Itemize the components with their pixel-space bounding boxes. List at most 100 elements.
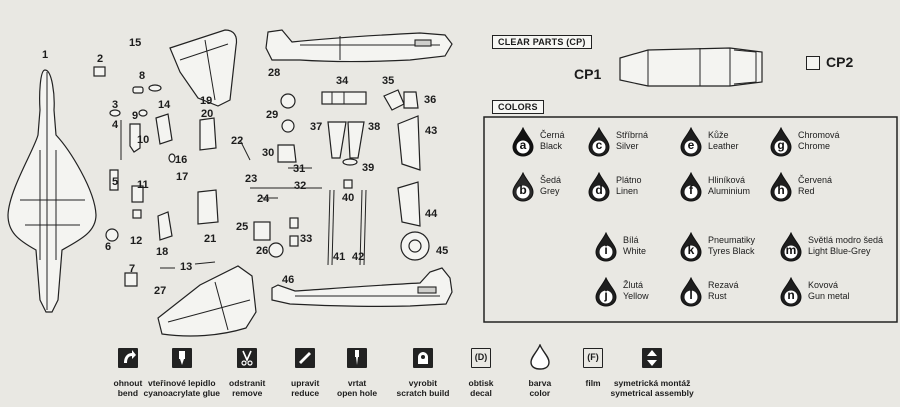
part-46-fuselage: [271, 267, 453, 307]
bend-icon: [118, 348, 138, 368]
part-number-44: 44: [425, 208, 438, 220]
legend-czech: vteřinové lepidlo: [148, 378, 216, 388]
color-english-name: Light Blue-Grey: [808, 246, 871, 256]
part-number-45: 45: [436, 245, 448, 257]
part-number-12: 12: [130, 235, 142, 247]
legend-english: color: [529, 388, 551, 398]
part-number-35: 35: [382, 75, 394, 87]
color-letter-k: k: [687, 243, 695, 257]
part-number-28: 28: [268, 67, 280, 79]
part-number-10: 10: [137, 134, 149, 146]
part-number-16: 16: [175, 154, 187, 166]
color-czech-name: Plátno: [616, 175, 642, 185]
color-english-name: Chrome: [798, 141, 831, 151]
color-letter-b: b: [519, 183, 527, 197]
color-czech-name: Rezavá: [708, 280, 739, 290]
part-number-14: 14: [158, 99, 171, 111]
paint-drop-icon: a: [512, 127, 534, 157]
paint-drop-icon: [530, 344, 550, 370]
color-letter-n: n: [787, 288, 795, 302]
part-number-29: 29: [266, 109, 278, 121]
color-czech-name: Hliníková: [708, 175, 746, 185]
part-27-wing-panel: [157, 265, 257, 337]
color-english-name: Rust: [708, 291, 727, 301]
paint-drop-icon: c: [588, 127, 610, 157]
part-number-34: 34: [336, 75, 349, 87]
part-15-wing-panel: [169, 29, 238, 107]
part-number-31: 31: [293, 163, 305, 175]
film-icon: (F): [583, 348, 603, 368]
color-czech-name: Černá: [540, 130, 565, 140]
part-number-39: 39: [362, 162, 374, 174]
part-number-7: 7: [129, 263, 135, 275]
color-czech-name: Kovová: [808, 280, 839, 290]
part-28-fuselage: [265, 29, 453, 63]
legend-english: cyanoacrylate glue: [143, 388, 221, 398]
part-number-27: 27: [154, 285, 166, 297]
color-english-name: Red: [798, 186, 815, 196]
reduce-icon: [295, 348, 315, 368]
cp1-label: CP1: [574, 66, 602, 82]
colors-title: COLORS: [492, 100, 544, 114]
paint-drop-icon: k: [680, 232, 702, 262]
legend-czech: odstranit: [229, 378, 266, 388]
legend-czech: obtisk: [468, 378, 494, 388]
part-number-5: 5: [112, 176, 118, 188]
part-number-11: 11: [137, 179, 149, 191]
color-letter-g: g: [777, 138, 785, 152]
color-english-name: Aluminium: [708, 186, 751, 196]
legend-english: scratch build: [396, 388, 450, 398]
legend-czech: vrtat: [347, 378, 367, 388]
part-number-36: 36: [424, 94, 436, 106]
part-number-40: 40: [342, 192, 354, 204]
paint-drop-icon: j: [595, 277, 617, 307]
color-letter-c: c: [595, 138, 603, 152]
legend-czech: barva: [528, 378, 552, 388]
color-czech-name: Žlutá: [623, 280, 644, 290]
paint-drop-icon: b: [512, 172, 534, 202]
part-number-23: 23: [245, 173, 257, 185]
color-english-name: White: [623, 246, 647, 256]
paint-drop-icon: l: [680, 277, 702, 307]
part-number-9: 9: [132, 110, 138, 122]
legend-english: decal: [470, 388, 492, 398]
color-english-name: Linen: [616, 186, 639, 196]
decal-icon: (D): [471, 348, 491, 368]
color-english-name: Silver: [616, 141, 639, 151]
part-number-26: 26: [256, 245, 268, 257]
color-english-name: Gun metal: [808, 291, 850, 301]
part-number-1: 1: [42, 49, 48, 61]
color-letter-a: a: [519, 138, 527, 152]
color-english-name: Grey: [540, 186, 560, 196]
part-number-20: 20: [201, 108, 213, 120]
color-czech-name: Bílá: [623, 235, 639, 245]
part-number-42: 42: [352, 251, 364, 263]
color-czech-name: Chromová: [798, 130, 840, 140]
part-number-2: 2: [97, 53, 103, 65]
part-number-25: 25: [236, 221, 248, 233]
color-english-name: Yellow: [623, 291, 649, 301]
legend-czech: symetrická montáž: [613, 378, 691, 388]
legend-label-film: film: [586, 378, 601, 388]
color-letter-e: e: [687, 138, 695, 152]
part-number-18: 18: [156, 246, 168, 258]
part-number-19: 19: [200, 95, 212, 107]
color-czech-name: Červená: [798, 175, 833, 185]
part-number-8: 8: [139, 70, 145, 82]
symmetry-icon: [642, 348, 662, 368]
